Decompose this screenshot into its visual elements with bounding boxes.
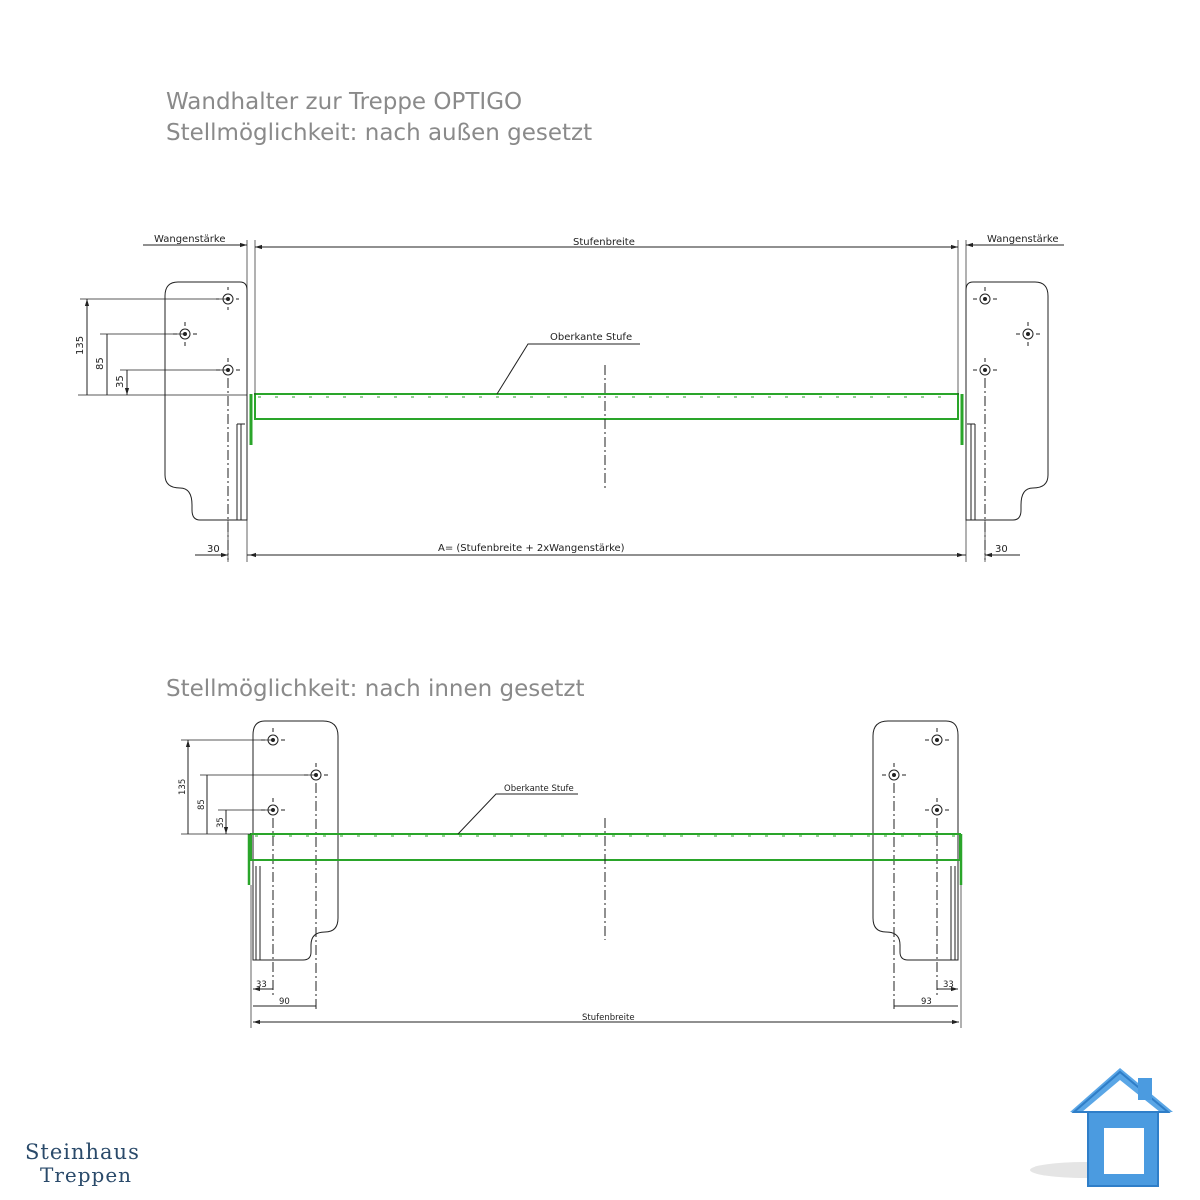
label-step-width: Stufenbreite <box>573 237 635 248</box>
dim-35: 35 <box>115 375 126 388</box>
dim-35-inward: 35 <box>216 817 226 828</box>
right-wall-bracket-inward <box>872 720 959 961</box>
option-inward-title: Stellmöglichkeit: nach innen gesetzt <box>166 676 585 702</box>
right-bracket-holes <box>973 287 1040 560</box>
dim-135: 135 <box>75 336 86 355</box>
dim-90: 90 <box>279 997 290 1007</box>
label-wall-thickness-left: Wangenstärke <box>154 234 226 245</box>
step-board <box>249 393 964 445</box>
option-outward-title: Stellmöglichkeit: nach außen gesetzt <box>166 120 593 146</box>
dim-formula: A= (Stufenbreite + 2xWangenstärke) <box>438 543 625 554</box>
label-step-top-edge-inward: Oberkante Stufe <box>504 784 574 794</box>
drawing-outward <box>78 240 1064 562</box>
left-wall-bracket-inward <box>252 720 339 961</box>
right-wall-bracket <box>965 281 1049 521</box>
dim-33-left: 33 <box>256 980 267 990</box>
dim-30-left: 30 <box>207 544 220 555</box>
label-step-width-inward: Stufenbreite <box>582 1013 635 1023</box>
dim-135-inward: 135 <box>178 779 188 795</box>
brand-name: Steinhaus <box>25 1140 140 1164</box>
dim-33-right: 33 <box>943 980 954 990</box>
left-wall-bracket <box>164 281 248 521</box>
house-logo-icon <box>1030 1068 1173 1187</box>
dim-93: 93 <box>921 997 932 1007</box>
brand-subtitle: Treppen <box>40 1163 133 1187</box>
left-bracket-holes <box>173 287 240 560</box>
label-wall-thickness-right: Wangenstärke <box>987 234 1059 245</box>
dim-30-right: 30 <box>995 544 1008 555</box>
dim-85: 85 <box>95 357 106 370</box>
label-step-top-edge: Oberkante Stufe <box>550 332 632 343</box>
drawing-title: Wandhalter zur Treppe OPTIGO <box>166 89 523 115</box>
drawing-inward <box>181 720 961 1028</box>
dim-85-inward: 85 <box>197 799 207 810</box>
